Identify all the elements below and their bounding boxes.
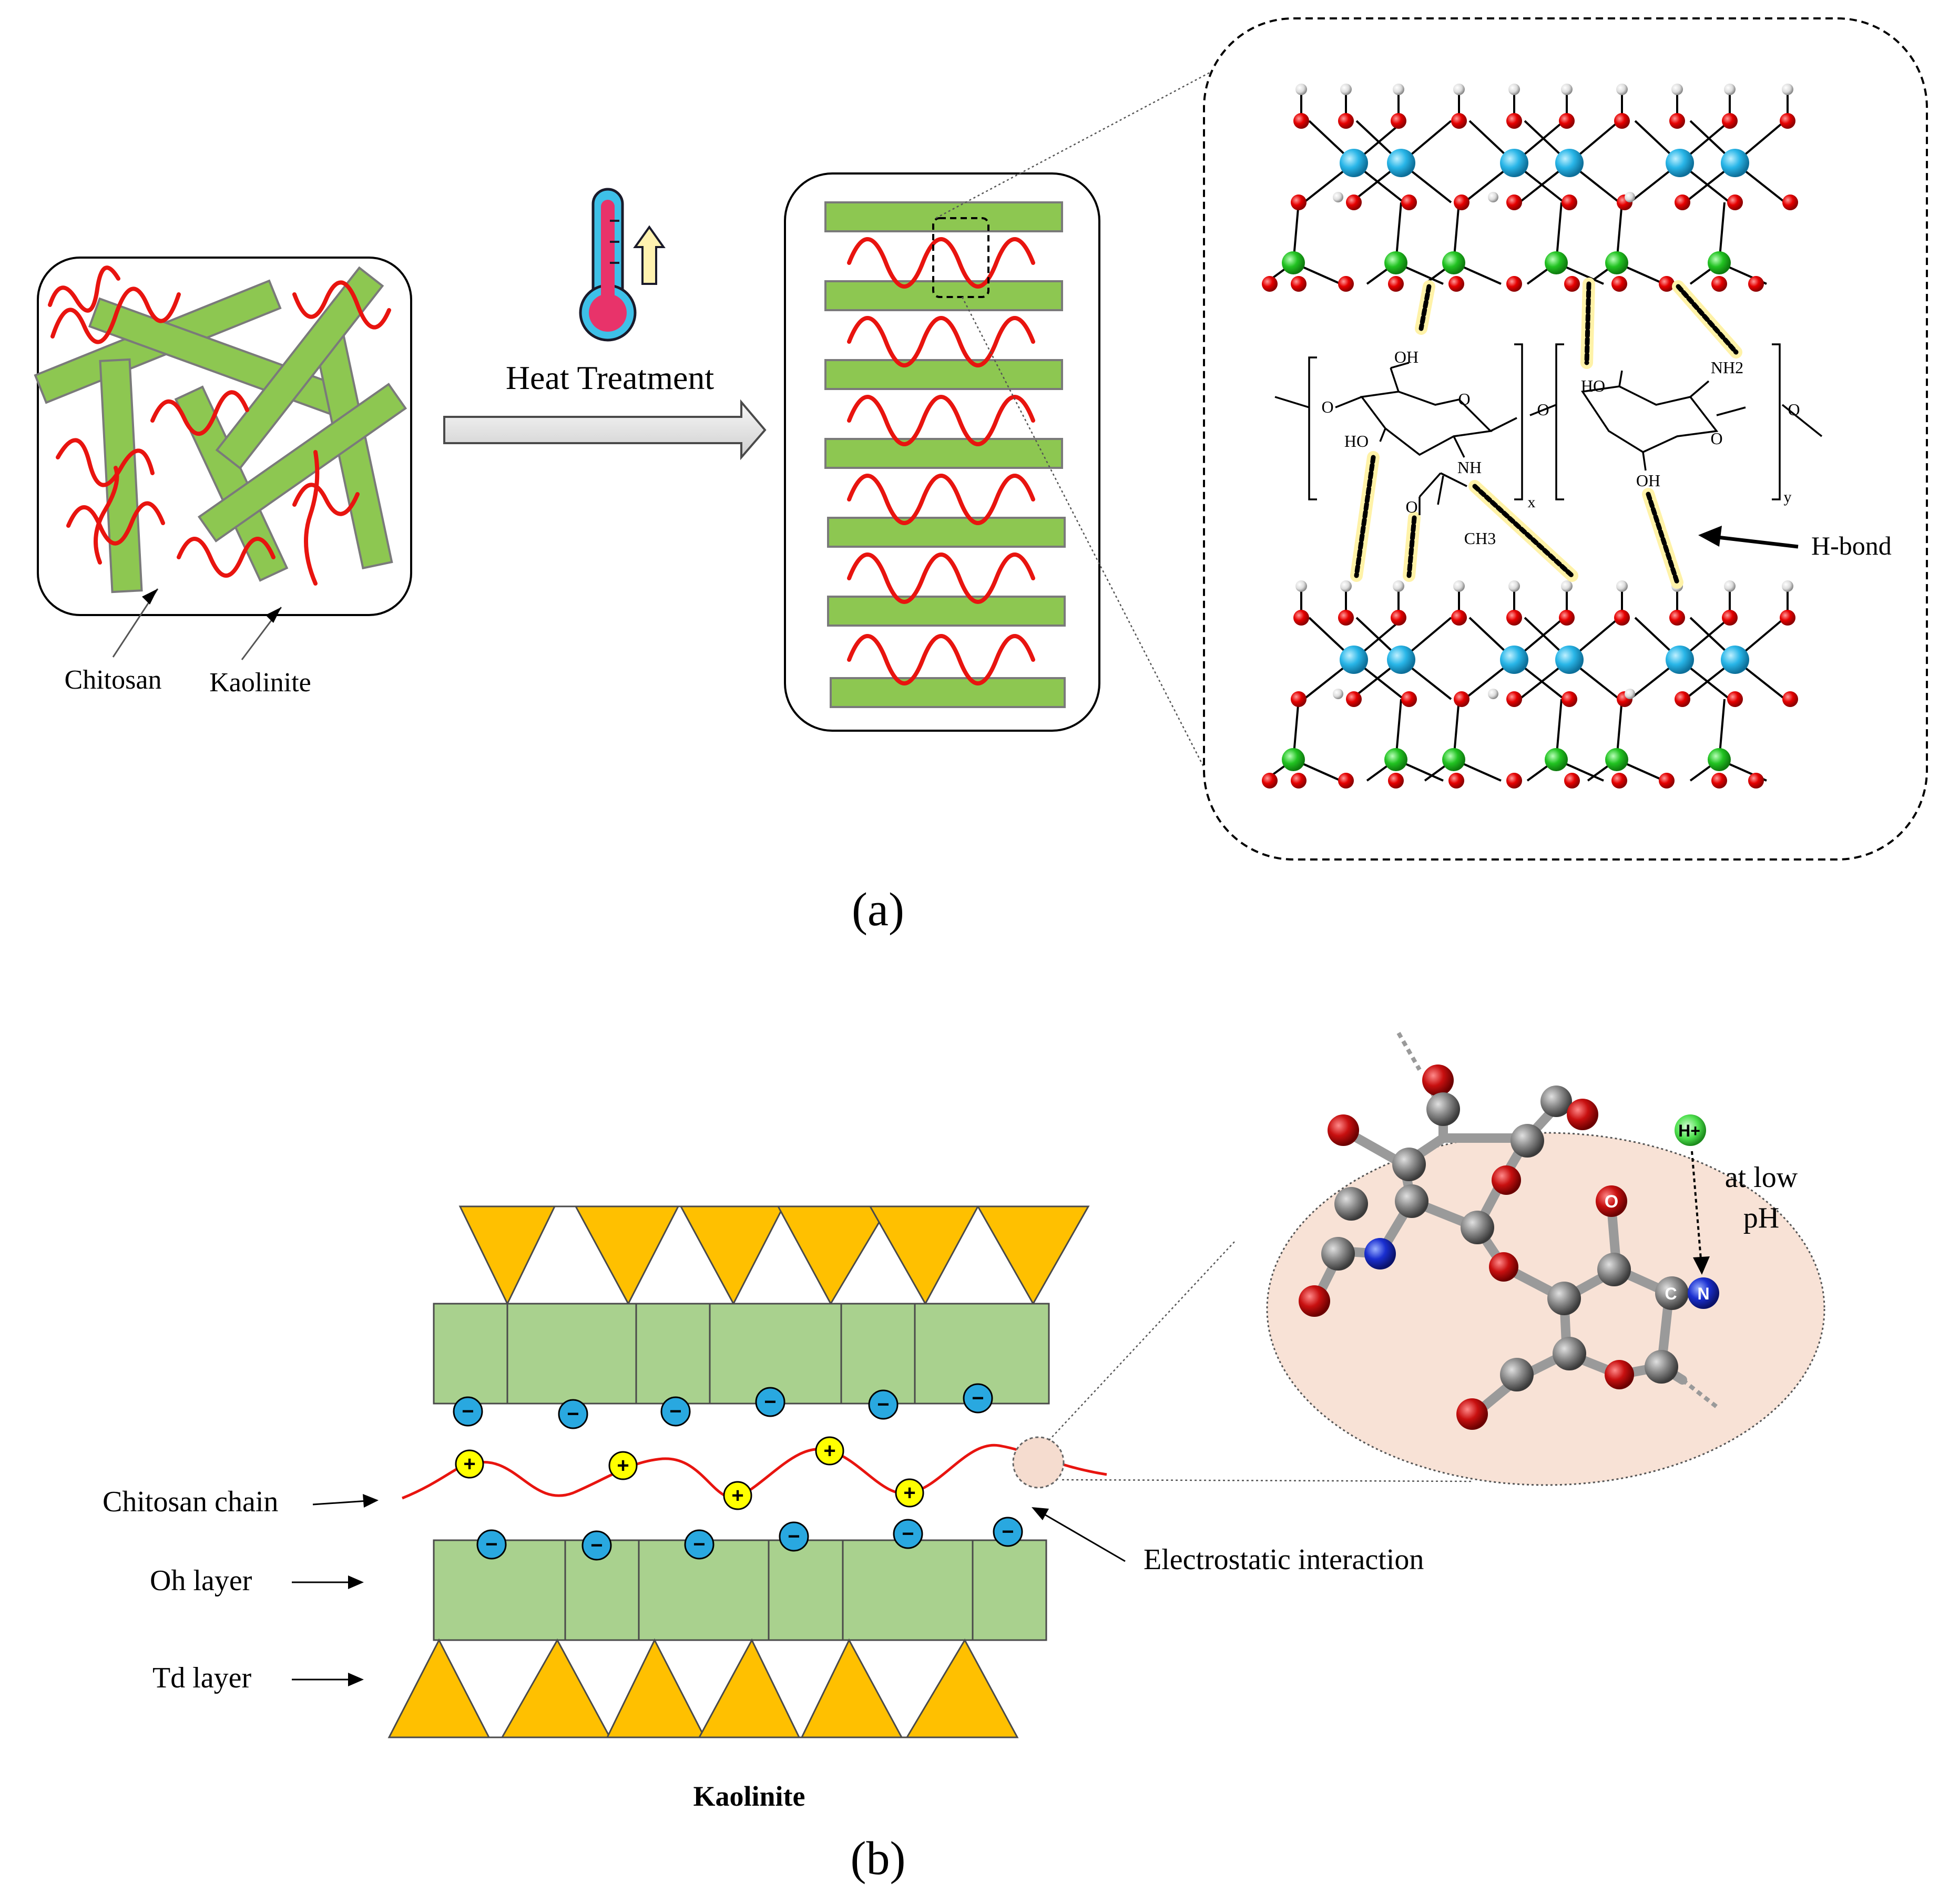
svg-text:−: − [669,1400,681,1423]
svg-text:−: − [788,1525,800,1548]
cation-site: + [455,1449,484,1479]
cation-sites: ++++++ [455,1436,1053,1510]
cation-site: + [895,1478,924,1508]
kaolinite-sheets [824,201,1066,708]
svg-text:−: − [567,1403,579,1426]
atoms [1299,1064,1719,1430]
svg-text:−: − [1002,1520,1014,1543]
anion-site: − [963,1383,993,1414]
svg-text:+: + [731,1484,743,1507]
kaolinite-label: Kaolinite [209,668,311,698]
svg-text:x: x [1528,494,1536,511]
anion-site: − [779,1521,809,1552]
anion-site: − [893,1519,923,1549]
svg-text:−: − [462,1400,474,1423]
svg-text:HO: HO [1344,432,1369,451]
svg-text:O: O [1321,397,1333,416]
anion-site: − [453,1396,483,1427]
oh-layer-bottom [433,1539,1047,1641]
svg-text:O: O [1458,390,1470,408]
td-layer-bottom [387,1638,1019,1738]
svg-text:OH: OH [1394,347,1418,366]
process-arrow [443,399,767,460]
caption-b: (b) [851,1833,906,1885]
carbon-label: C [1665,1284,1677,1303]
svg-text:O: O [1405,497,1417,516]
caption-a: (a) [852,884,904,936]
proton-label: H+ [1678,1121,1700,1140]
svg-text:NH: NH [1457,458,1482,477]
thermometer-icon [579,188,666,342]
svg-text:−: − [972,1387,984,1410]
chitosan-chain-label: Chitosan chain [103,1486,278,1518]
svg-text:+: + [463,1452,475,1476]
svg-text:NH2: NH2 [1711,358,1743,377]
svg-text:O: O [1710,429,1722,448]
chitosan-atom-labels: OH O O HO NH O CH3 x O HO NH2 O O OH y [1321,347,1800,548]
intercalated-composite-box [784,62,1228,768]
cation-site: + [815,1436,844,1466]
ph-label: pH [1743,1202,1779,1234]
kaolinite-crystal-bottom [1262,580,1798,789]
electrostatic-label: Electrostatic interaction [1144,1543,1424,1576]
oh-layer-label: Oh layer [150,1564,252,1597]
svg-text:−: − [877,1393,889,1416]
svg-text:y: y [1784,488,1792,506]
panel-a: Chitosan Kaolinite Heat Treatment [34,17,1928,936]
svg-text:−: − [902,1522,914,1545]
heat-treatment-label: Heat Treatment [506,359,715,396]
interaction-highlight [1012,1436,1065,1489]
svg-text:−: − [485,1533,497,1556]
oxygen-label: O [1605,1192,1618,1212]
chitosan-structure [1274,343,1823,515]
anion-site: − [581,1530,612,1561]
anion-site: − [558,1399,588,1429]
chitosan-molecule-inset: O C N H+ at low pH [1266,1032,1825,1486]
anion-site: − [476,1529,507,1560]
svg-text:−: − [590,1534,603,1557]
anion-site: − [684,1529,715,1560]
svg-text:HO: HO [1581,376,1605,395]
anion-site: − [868,1389,899,1420]
svg-text:CH3: CH3 [1464,529,1496,548]
hbond-zoom-box: OH O O HO NH O CH3 x O HO NH2 O O OH y H… [1203,17,1928,861]
svg-text:O: O [1788,400,1800,419]
anion-sites: − − − − − − − − − − − − [453,1383,1023,1561]
td-layer-top [458,1205,1090,1306]
chitosan-label: Chitosan [65,665,162,695]
anion-site: − [993,1517,1023,1547]
panel-b: −−−−−−−−−−−− ++++++ [103,1032,1825,1885]
svg-text:+: + [617,1454,629,1477]
at-low-label: at low [1725,1161,1798,1194]
mixed-composite-box: Chitosan Kaolinite [34,257,412,698]
kaolinite-crystal-top [1262,84,1798,292]
kaolinite-rods [34,266,407,593]
zoom-selection [932,217,989,298]
anion-site: − [660,1396,691,1427]
chitosan-chains [48,265,391,586]
hbond-lines [1350,278,1742,589]
cation-site: + [723,1481,752,1510]
td-layer-label: Td layer [152,1662,251,1694]
svg-text:+: + [823,1439,835,1462]
svg-text:OH: OH [1636,471,1660,490]
anion-site: − [755,1387,785,1417]
hbond-label: H-bond [1811,531,1892,560]
svg-text:−: − [764,1390,776,1414]
nitrogen-label: N [1697,1284,1709,1303]
oh-layer-top [433,1303,1050,1405]
svg-text:O: O [1537,400,1549,419]
chitosan-chain [402,1444,1107,1500]
kaolinite-title: Kaolinite [693,1780,805,1812]
svg-text:+: + [903,1481,915,1504]
intercalated-chains [847,237,1035,685]
cation-site: + [608,1451,638,1480]
svg-text:−: − [693,1533,705,1556]
